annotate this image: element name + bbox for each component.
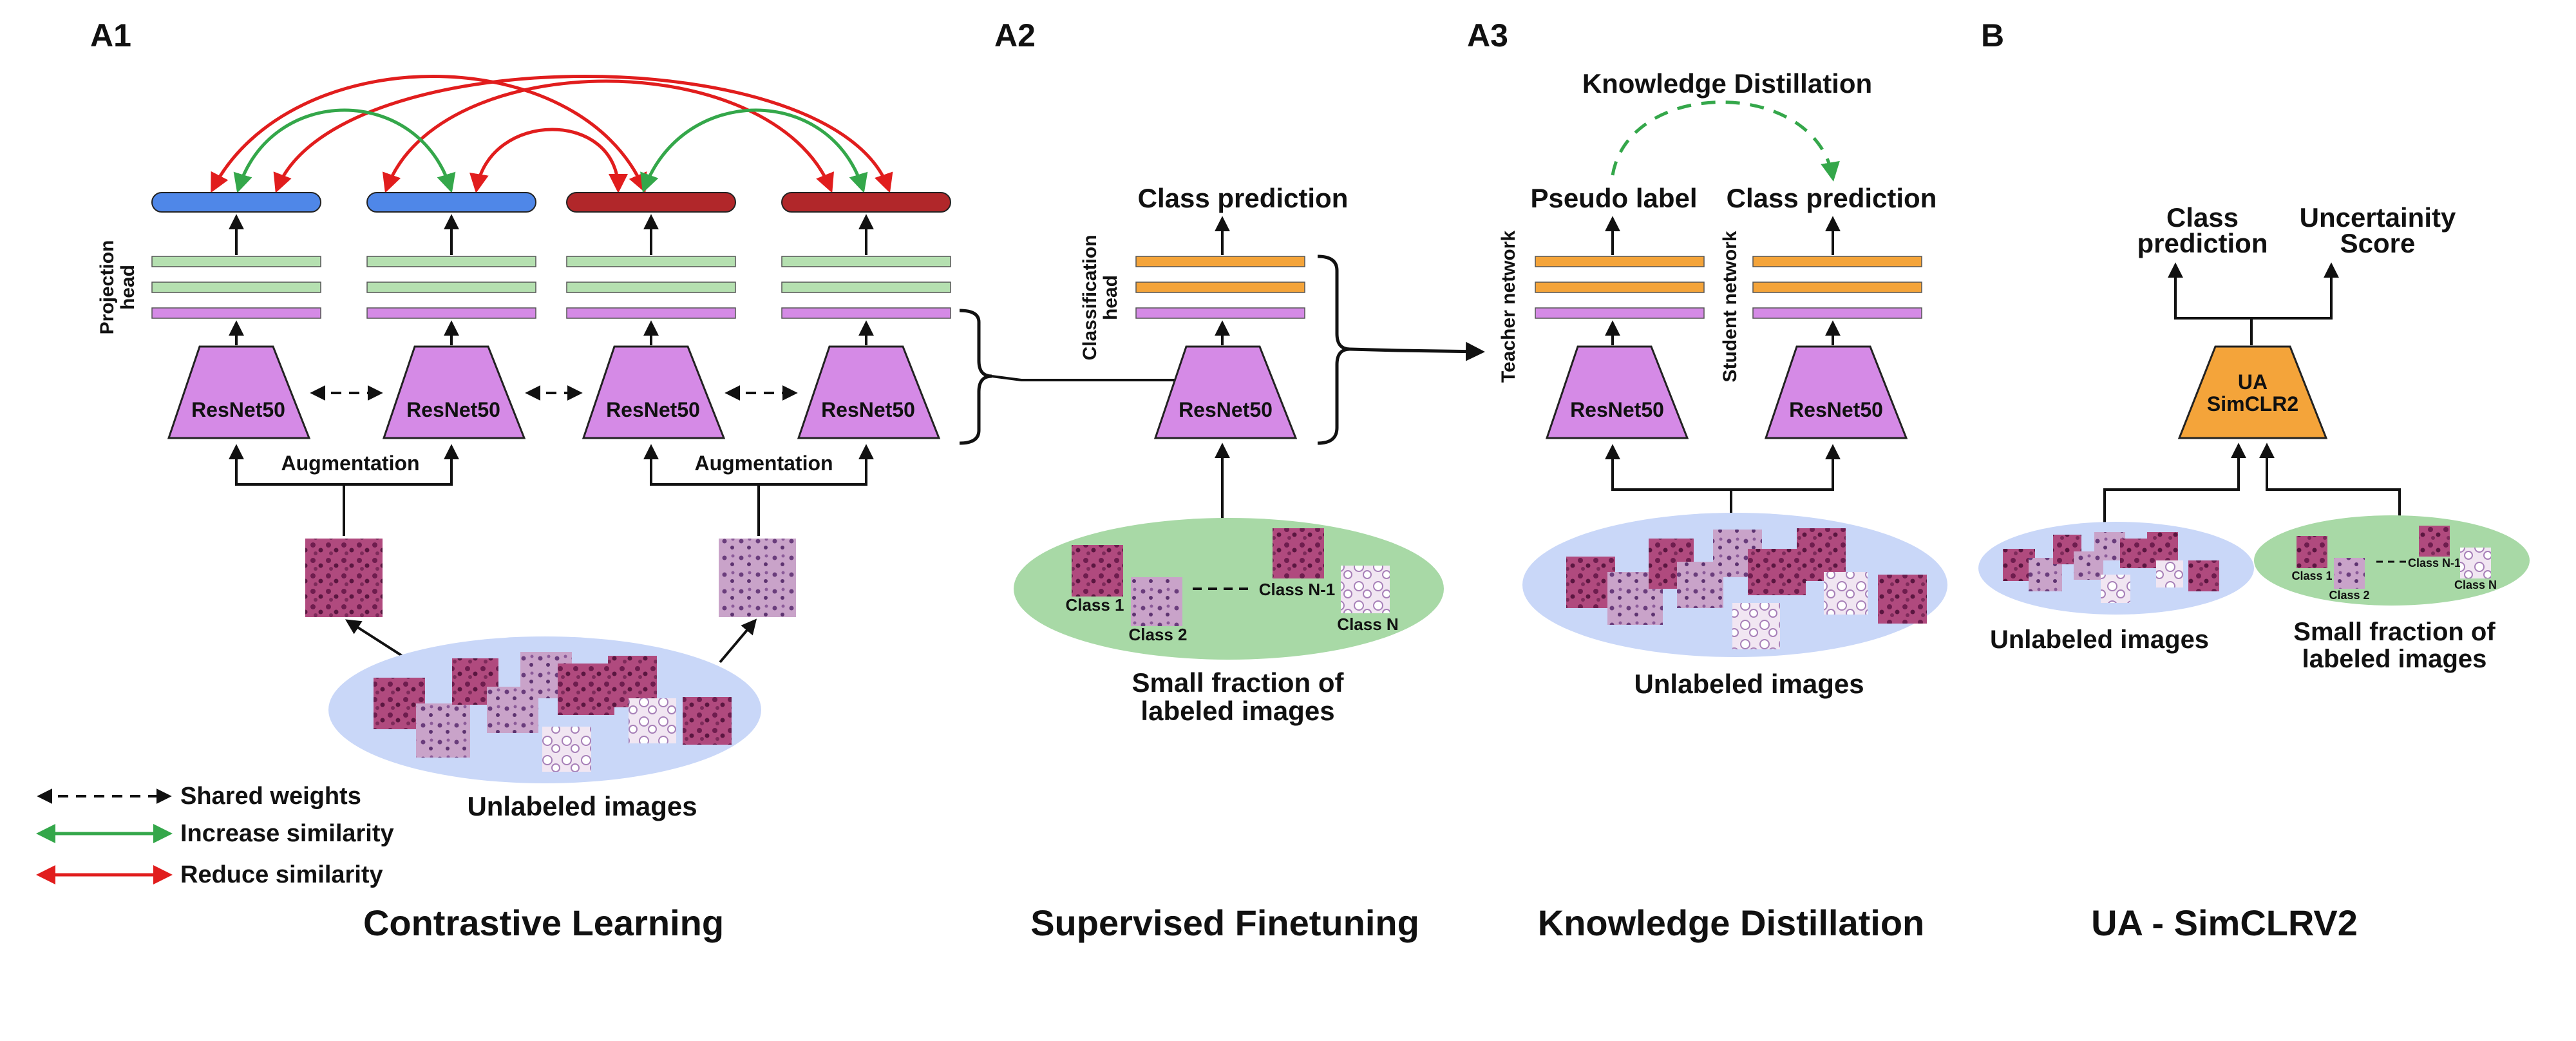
uncertainty-score-label: Uncertainity [2300,202,2456,233]
small-fraction-label: labeled images [1141,696,1334,726]
panel-b: Class prediction Uncertainity Score UA S… [1978,202,2530,673]
increase-similarity-arrow [233,108,456,193]
class-n-1-label: Class N-1 [2408,557,2461,569]
classification-head-label: Classification [1079,234,1101,360]
sample-image-tile [1072,545,1123,597]
caption-contrastive-learning: Contrastive Learning [363,903,724,943]
projection-head [566,256,736,319]
sample-image-tile [1273,528,1324,578]
class-2-label: Class 2 [2329,589,2369,602]
b-unlabeled-images-label: Unlabeled images [1990,626,2209,654]
panel-label-a3: A3 [1467,17,1508,53]
class-prediction-label: Class prediction [1727,183,1937,213]
knowledge-distillation-label: Knowledge Distillation [1582,68,1872,99]
student-classification-head [1752,256,1922,319]
image-collage [1566,528,1927,649]
encoder-label: ResNet50 [191,398,285,421]
classification-head [1135,256,1305,319]
class-n-label: Class N [1337,615,1398,634]
encoder-label: ResNet50 [406,398,500,421]
legend-shared-weights-label: Shared weights [180,783,361,810]
unlabeled-images-label: Unlabeled images [467,791,697,821]
augmentation-label: Augmentation [281,452,419,475]
panel-label-a1: A1 [90,17,131,53]
b-small-fraction-label: Small fraction of [2293,618,2496,646]
uncertainty-score-label: Score [2340,228,2416,258]
stage-bracket [959,309,992,445]
sample-image-tile [2334,558,2365,589]
class-n-label: Class N [2454,578,2497,591]
b-small-fraction-label: labeled images [2302,645,2487,673]
classification-head-label: head [1100,275,1121,320]
sample-image-tile [2460,548,2491,578]
panel-a3: Knowledge Distillation Pseudo label Clas… [1498,68,1947,699]
sample-image-tile [2297,536,2327,568]
legend-reduce-label: Reduce similarity [180,861,383,888]
teacher-resnet50-encoder: ResNet50 [1545,345,1689,439]
projection-head-label: head [117,265,138,310]
embedding-pill-red [781,192,951,213]
class-prediction-label: Class prediction [1138,183,1349,213]
student-resnet50-encoder: ResNet50 [1764,345,1908,439]
class-2-label: Class 2 [1128,625,1187,644]
distillation-arrow [1611,100,1840,182]
encoder-label: ResNet50 [1570,398,1664,421]
student-network-label: Student network [1719,231,1741,382]
resnet50-encoder: ResNet50 [582,345,726,439]
stage-bracket [1317,254,1350,445]
caption-supervised-finetuning: Supervised Finetuning [1030,903,1419,943]
embedding-pill-red [566,192,736,213]
panel-label-a2: A2 [994,17,1036,53]
legend-increase-label: Increase similarity [180,820,394,847]
projection-head [781,256,951,319]
encoder-label: ResNet50 [821,398,915,421]
panel-a2: Class prediction Classification head Res… [1014,183,1485,726]
reduce-similarity-arrow [469,128,628,193]
projection-head [151,256,321,319]
resnet50-encoder: ResNet50 [1153,345,1298,439]
caption-knowledge-distillation: Knowledge Distillation [1538,903,1924,943]
caption-ua-simclrv2: UA - SimCLRV2 [2091,903,2358,943]
ua-model-label: SimCLR2 [2207,392,2298,415]
class-n-1-label: Class N-1 [1259,580,1336,599]
panel-a1: Projection head ResNet50 ResNet50 ResNet… [97,75,1201,821]
legend: Shared weights Increase similarity Reduc… [36,783,394,888]
ua-simclr2-model: UA SimCLR2 [2177,345,2328,439]
sample-image-tile [2419,526,2450,557]
b-class-prediction-label: prediction [2137,228,2268,258]
increase-similarity-arrow [640,108,868,193]
image-collage [2003,532,2219,603]
projection-head [366,256,536,319]
teacher-network-label: Teacher network [1498,231,1519,383]
sample-image-tile [305,539,383,617]
small-fraction-label: Small fraction of [1132,667,1344,698]
unlabeled-images-label: Unlabeled images [1634,669,1864,699]
pseudo-label-text: Pseudo label [1530,183,1697,213]
sample-image-tile [719,539,796,617]
embedding-pill-blue [151,192,321,213]
image-collage [374,652,732,772]
resnet50-encoder: ResNet50 [797,345,941,439]
reduce-similarity-arrow [211,75,647,193]
b-class-prediction-label: Class [2166,202,2239,233]
class-1-label: Class 1 [1065,595,1124,615]
teacher-classification-head [1535,256,1705,319]
panel-label-b: B [1981,17,2004,53]
encoder-label: ResNet50 [606,398,700,421]
embedding-pill-blue [366,192,536,213]
encoder-label: ResNet50 [1179,398,1273,421]
sample-image-tile [1341,566,1390,613]
ua-model-label: UA [2238,370,2268,394]
resnet50-encoder: ResNet50 [167,345,311,439]
reduce-similarity-arrow [383,79,834,193]
reduce-similarity-arrow [273,75,893,193]
encoder-label: ResNet50 [1789,398,1883,421]
augmentation-label: Augmentation [694,452,833,475]
resnet50-encoder: ResNet50 [382,345,526,439]
projection-head-label: Projection [97,240,118,335]
class-1-label: Class 1 [2291,569,2332,582]
sample-image-tile [1131,577,1182,626]
